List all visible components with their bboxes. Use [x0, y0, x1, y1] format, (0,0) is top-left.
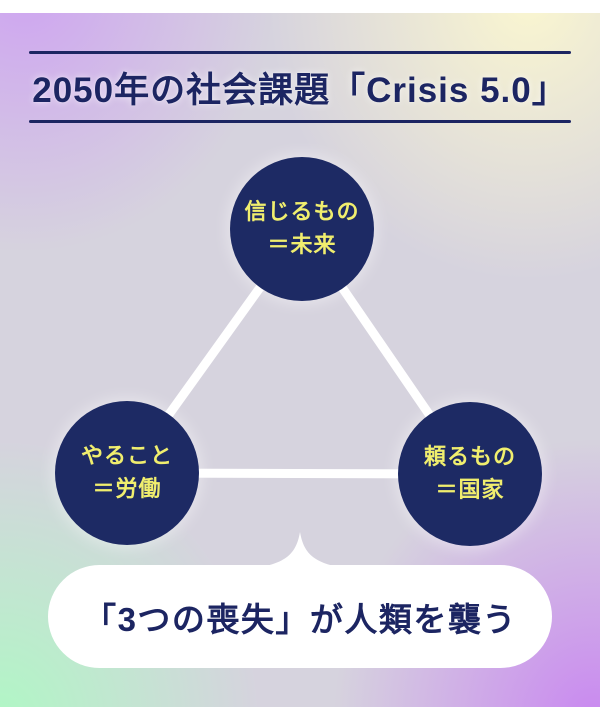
- callout-text: 「3つの喪失」が人類を襲う: [83, 600, 517, 638]
- node-future: 信じるもの ＝未来: [230, 157, 374, 301]
- node-future-label-line1: 信じるもの: [244, 199, 360, 225]
- title-rule-bottom: [29, 120, 571, 123]
- node-labor: やること ＝労働: [55, 401, 199, 545]
- node-future-label-line2: ＝未来: [267, 232, 337, 257]
- page-title: 2050年の社会課題「Crisis 5.0」: [32, 70, 568, 110]
- node-labor-label-line1: やること: [80, 443, 173, 469]
- header: 2050年の社会課題「Crisis 5.0」: [0, 54, 600, 120]
- node-state-label-line1: 頼るもの: [423, 444, 516, 470]
- node-state-label-line2: ＝国家: [435, 477, 505, 502]
- callout-tail: [250, 532, 350, 569]
- node-state: 頼るもの ＝国家: [398, 402, 542, 546]
- callout-bubble: 「3つの喪失」が人類を襲う: [48, 565, 552, 668]
- title-rule-top: [29, 51, 571, 54]
- node-labor-label-line2: ＝労働: [92, 476, 162, 501]
